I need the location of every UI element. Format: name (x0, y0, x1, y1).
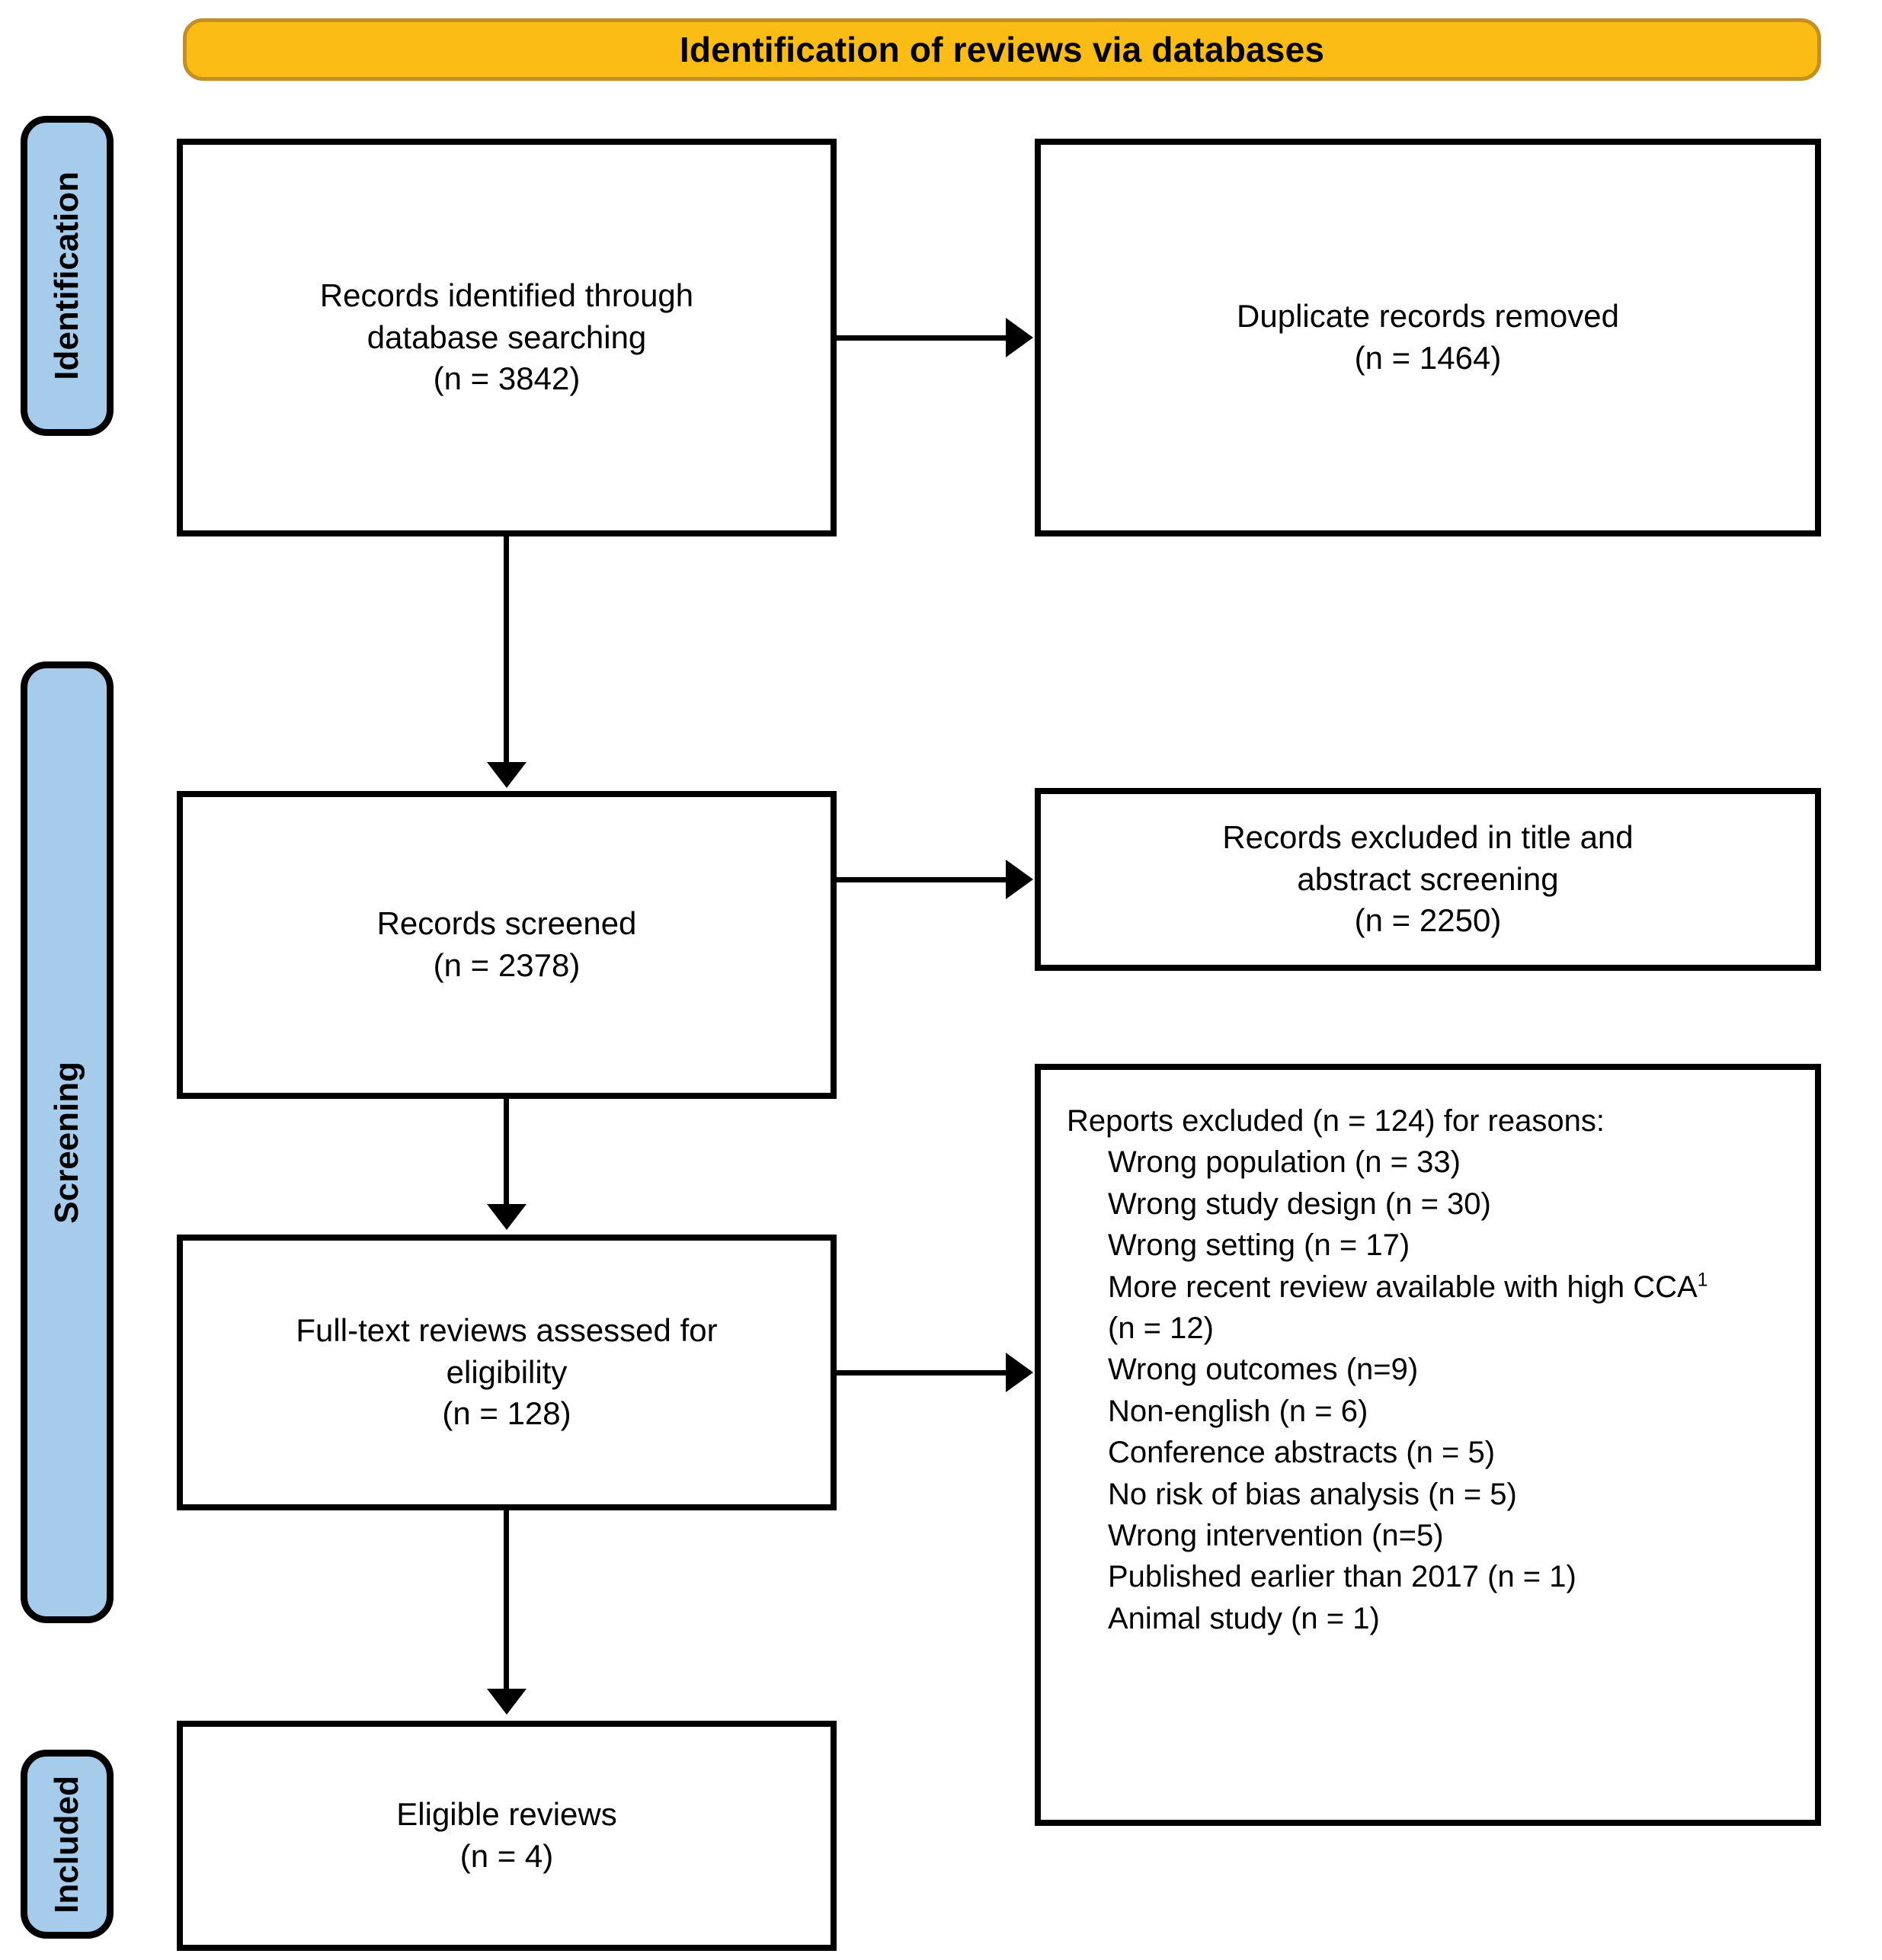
reason-item-no-risk-of-bias-analysis: No risk of bias analysis (n = 5) (1108, 1477, 1517, 1511)
box-duplicate-records-removed-count: (n = 1464) (1354, 340, 1502, 376)
box-fulltext-reviews-assessed-line-1: Full-text reviews assessed for (296, 1312, 718, 1349)
connector-screened-to-fulltext (504, 1099, 509, 1207)
reports-excluded-heading: Reports excluded (n = 124) for reasons: (1067, 1104, 1605, 1138)
connector-screened-to-excluded (837, 877, 1013, 882)
box-duplicate-records-removed-text: Duplicate records removed (n = 1464) (1055, 296, 1801, 379)
arrowhead-down-icon (487, 1204, 527, 1230)
box-records-excluded-screening-count: (n = 2250) (1354, 902, 1502, 939)
box-records-excluded-screening-line-2: abstract screening (1297, 860, 1559, 897)
box-eligible-reviews-line-1: Eligible reviews (396, 1796, 617, 1833)
box-fulltext-reviews-assessed: Full-text reviews assessed for eligibili… (177, 1235, 837, 1510)
arrowhead-down-icon (487, 1689, 527, 1715)
box-fulltext-reviews-assessed-count: (n = 128) (442, 1395, 571, 1432)
box-records-identified-line-2: database searching (366, 319, 647, 355)
box-duplicate-records-removed-line-1: Duplicate records removed (1237, 298, 1619, 335)
arrowhead-right-icon (1006, 318, 1033, 357)
reason-item-wrong-setting: Wrong setting (n = 17) (1108, 1228, 1410, 1263)
box-fulltext-reviews-assessed-text: Full-text reviews assessed for eligibili… (197, 1310, 817, 1435)
header-banner: Identification of reviews via databases (183, 18, 1821, 81)
box-records-identified-count: (n = 3842) (433, 360, 581, 397)
box-duplicate-records-removed: Duplicate records removed (n = 1464) (1035, 139, 1821, 536)
box-records-identified-line-1: Records identified through (319, 277, 694, 314)
stage-label-included: Included (48, 1775, 85, 1914)
reason-item-wrong-intervention: Wrong intervention (n=5) (1108, 1518, 1444, 1552)
arrowhead-right-icon (1006, 860, 1033, 899)
connector-fulltext-to-eligible (504, 1510, 509, 1692)
reason-item-wrong-study-design: Wrong study design (n = 30) (1108, 1187, 1491, 1221)
stage-label-screening: Screening (48, 1061, 85, 1224)
arrowhead-down-icon (487, 762, 527, 788)
box-records-identified-text: Records identified through database sear… (197, 275, 817, 400)
reason-item-non-english: Non-english (n = 6) (1108, 1394, 1368, 1428)
box-records-excluded-screening-line-1: Records excluded in title and (1222, 819, 1634, 856)
box-eligible-reviews-text: Eligible reviews (n = 4) (197, 1794, 817, 1877)
arrowhead-right-icon (1006, 1353, 1033, 1392)
connector-fulltext-to-reasons (837, 1370, 1013, 1376)
box-eligible-reviews: Eligible reviews (n = 4) (177, 1721, 837, 1951)
reason-item-more-recent-review-count: (n = 12) (1108, 1311, 1214, 1345)
connector-identified-to-duplicates (837, 335, 1013, 341)
box-reports-excluded-reasons: Reports excluded (n = 124) for reasons: … (1035, 1064, 1821, 1826)
reason-item-published-earlier-than-2017: Published earlier than 2017 (n = 1) (1108, 1560, 1576, 1594)
stage-band-screening: Screening (21, 661, 114, 1623)
box-records-excluded-screening: Records excluded in title and abstract s… (1035, 788, 1821, 971)
reason-item-wrong-outcomes: Wrong outcomes (n=9) (1108, 1353, 1419, 1387)
reason-item-more-recent-review-label: More recent review available with high C… (1108, 1270, 1698, 1304)
stage-band-identification: Identification (21, 116, 114, 436)
reason-item-animal-study: Animal study (n = 1) (1108, 1601, 1380, 1635)
stage-band-included: Included (21, 1750, 114, 1939)
reason-item-conference-abstracts: Conference abstracts (n = 5) (1108, 1436, 1496, 1470)
box-records-screened-line-1: Records screened (376, 905, 637, 942)
box-records-screened-text: Records screened (n = 2378) (197, 903, 817, 986)
box-records-identified: Records identified through database sear… (177, 139, 837, 536)
stage-label-identification: Identification (48, 171, 85, 380)
diagram-title: Identification of reviews via databases (679, 29, 1325, 69)
reason-item-wrong-population: Wrong population (n = 33) (1108, 1145, 1461, 1180)
connector-identified-to-screened (504, 536, 509, 765)
box-records-screened: Records screened (n = 2378) (177, 791, 837, 1099)
reason-item-more-recent-review: More recent review available with high C… (1067, 1267, 1797, 1308)
box-records-excluded-screening-text: Records excluded in title and abstract s… (1055, 817, 1801, 942)
box-fulltext-reviews-assessed-line-2: eligibility (446, 1353, 568, 1390)
box-eligible-reviews-count: (n = 4) (459, 1838, 554, 1874)
box-records-screened-count: (n = 2378) (433, 947, 581, 983)
footnote-marker-cca: 1 (1697, 1270, 1708, 1291)
